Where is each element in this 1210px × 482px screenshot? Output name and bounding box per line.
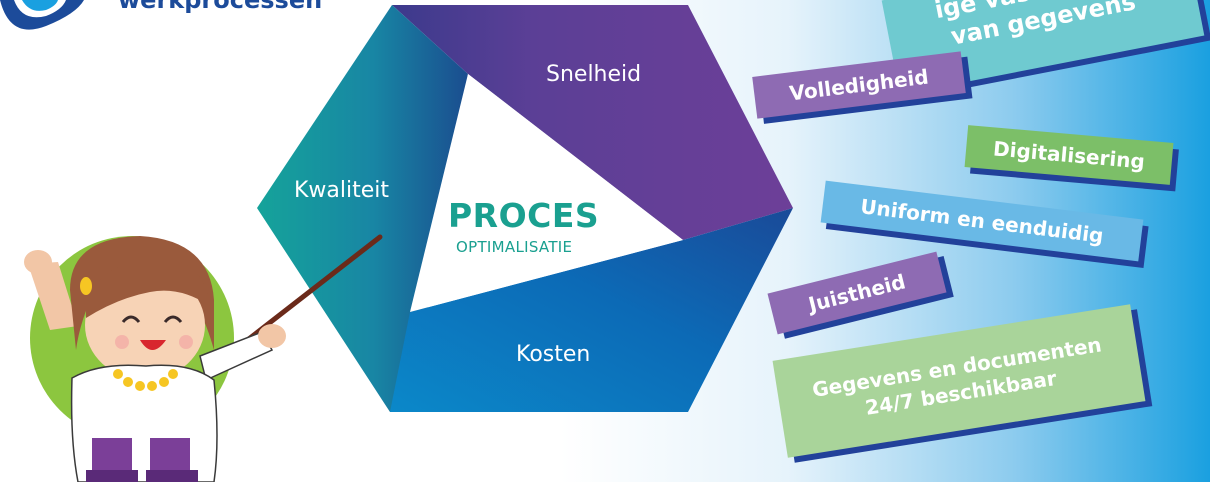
segment-cost-label: Kosten: [516, 342, 591, 367]
segment-quality-label: Kwaliteit: [294, 178, 390, 203]
center-triangle: [410, 74, 683, 312]
center-subtitle: OPTIMALISATIE: [456, 238, 573, 256]
segment-cost-shape: [390, 208, 793, 412]
center-title: PROCES: [448, 196, 600, 235]
segment-speed-shape: [392, 5, 793, 240]
logo-icon: [0, 0, 84, 30]
presenter-character-illustration: [24, 234, 383, 482]
segment-speed-label: Snelheid: [546, 62, 642, 87]
logo-text: werkprocessen: [118, 0, 323, 14]
